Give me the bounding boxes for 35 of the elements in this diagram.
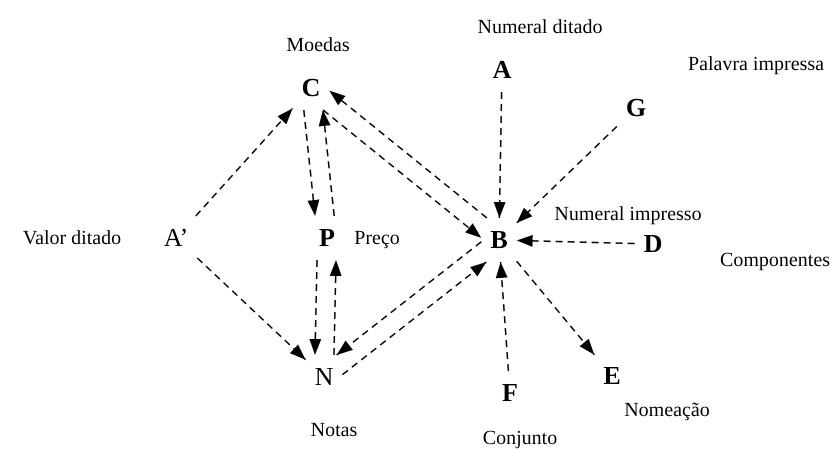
dashed-arrow [328,90,488,219]
node-letter: N [314,364,334,390]
node-letter: C [302,75,320,101]
node-letter: B [490,227,508,253]
node-letter: P [319,225,335,251]
dashed-arrow [336,241,482,356]
node-caption: Componentes [720,250,830,270]
node-caption: Moedas [286,35,350,55]
node-letter: F [502,380,518,406]
dashed-arrow [342,261,487,376]
dashed-arrow [303,110,320,216]
dashed-arrow [496,262,510,372]
node-caption: Valor ditado [22,228,122,248]
node-letter: A [492,57,512,83]
node-caption: Conjunto [482,428,558,448]
dashed-arrow [516,260,595,356]
node-caption: Preço [354,228,400,248]
node-caption: Numeral ditado [478,17,602,37]
dashed-arrow [516,234,635,247]
node-caption: Nomeação [624,400,710,420]
dashed-arrow [494,92,506,218]
node-caption: Palavra impressa [688,54,824,74]
dashed-arrow [309,260,322,356]
node-letter: A’ [164,225,188,251]
dashed-arrow [195,108,294,216]
text-label: Numeral impresso [554,204,702,224]
node-letter: G [626,95,646,121]
dashed-arrow [322,109,482,239]
node-caption: Notas [310,420,358,440]
dashed-arrow [516,126,618,224]
node-letter: D [644,231,662,257]
dashed-arrow [330,260,342,356]
node-letter: E [603,363,621,389]
dashed-arrow [318,110,335,216]
dashed-arrow [196,257,306,360]
